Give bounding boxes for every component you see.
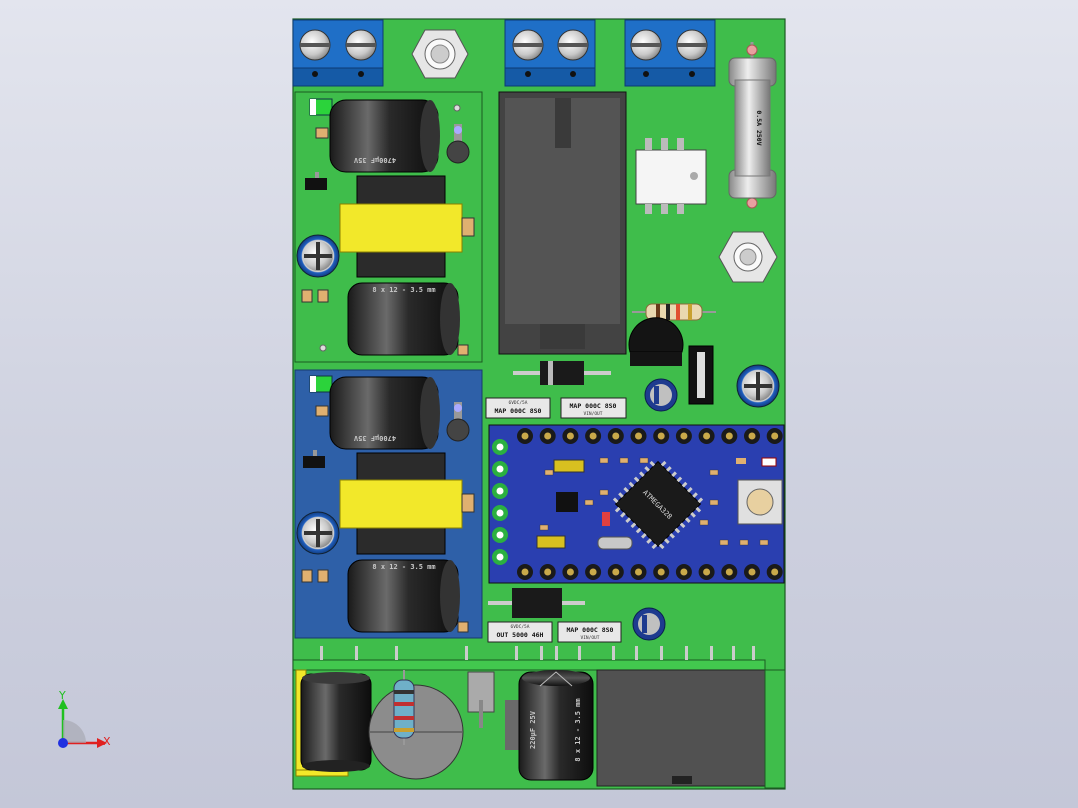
arduino-header-top: [517, 428, 783, 444]
smd-row-1: [301, 289, 329, 303]
optocoupler-dip: [635, 138, 707, 214]
hex-standoff-top: [411, 29, 469, 79]
label-box-2: MAP 000C 8S0 VIN/OUT: [560, 397, 627, 419]
capacitor-mid-1: 4700µF 35V: [329, 376, 440, 450]
transformer-mid: [339, 452, 475, 555]
transistor-to92: [628, 317, 684, 366]
label-box-4: MAP 000C 8S0 VIN/OUT: [557, 621, 622, 643]
capacitor-top-1: 4700µF 35V: [329, 99, 440, 173]
reset-button: [737, 479, 783, 525]
axis-triad: X Y: [58, 689, 111, 748]
terminal-block-3: [624, 19, 716, 87]
trimmer-2: [296, 511, 340, 555]
cap-top-1-label: 4700µF 35V: [353, 156, 396, 164]
terminal-block-1: [292, 19, 384, 87]
label-box-4-sub: VIN/OUT: [581, 635, 600, 641]
diode-1: [513, 361, 611, 385]
pm1-components: [305, 98, 461, 352]
bottom-cap-brand: 220µF 25V: [529, 710, 537, 749]
trimmer-right: [736, 364, 780, 408]
regulator-to220: [688, 345, 714, 405]
pot-pin-2: [446, 402, 470, 442]
label-box-3-text: OUT 5000 46H: [497, 631, 544, 639]
cap-mid-2-label: 8 x 12 - 3.5 mm: [372, 563, 435, 571]
arduino-header-left: [492, 439, 508, 565]
ceramic-cap-1: [644, 378, 678, 412]
label-box-1-text: MAP 000C 8S0: [495, 407, 542, 415]
resistor-1: [632, 303, 716, 321]
pm2-components: [303, 375, 333, 468]
arduino-header-bottom: [517, 564, 783, 580]
capacitor-top-2: 8 x 12 - 3.5 mm: [347, 282, 469, 356]
label-box-3: 6VDC/5A OUT 5000 46H: [487, 621, 553, 643]
ceramic-cap-2: [632, 607, 666, 641]
diode-2: [488, 588, 585, 618]
trimmer-1: [296, 234, 340, 278]
label-box-3-sub: 6VDC/5A: [511, 624, 530, 630]
hex-standoff-right: [718, 231, 778, 283]
pot-pin-1: [446, 124, 470, 164]
atmega-mcu: ATMEGA328: [612, 460, 704, 550]
label-box-2-text: MAP 000C 8S0: [570, 402, 617, 410]
arduino-nano: ATMEGA328: [488, 424, 785, 584]
relay: [498, 91, 627, 355]
label-box-1: 6VDC/5A MAP 000C 8S0: [485, 397, 551, 419]
label-box-4-text: MAP 000C 8S0: [567, 626, 614, 634]
label-box-2-sub: VIN/OUT: [584, 411, 603, 417]
label-box-1-sub: 6VDC/5A: [509, 400, 528, 406]
mcu-pins: [612, 460, 704, 550]
axis-x-label: X: [103, 735, 111, 748]
bottom-daughterboard: 220µF 25V 8 x 12 - 3.5 mm: [292, 646, 786, 789]
cap-mid-1-label: 4700µF 35V: [353, 434, 396, 442]
smd-row-2: [301, 569, 329, 583]
capacitor-mid-2: 8 x 12 - 3.5 mm: [347, 559, 469, 633]
terminal-block-2: [504, 19, 596, 87]
fuse-label: 0.5A 250V: [755, 110, 763, 145]
axis-y-label: Y: [58, 689, 66, 702]
cap-top-2-label: 8 x 12 - 3.5 mm: [372, 286, 435, 294]
transformer-top: [339, 175, 475, 278]
fuse: 0.5A 250V: [728, 42, 777, 209]
arduino-smd-parts: [539, 457, 769, 546]
bottom-cap-label: 8 x 12 - 3.5 mm: [574, 698, 582, 761]
